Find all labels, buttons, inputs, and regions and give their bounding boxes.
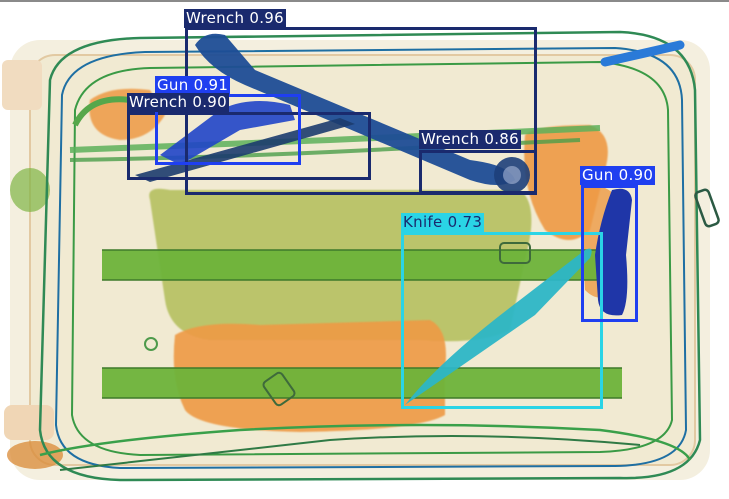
detection-label-wrench-090: Wrench 0.90 — [127, 93, 229, 112]
detection-label-gun-090: Gun 0.90 — [580, 166, 656, 185]
top-border — [0, 0, 729, 2]
detection-label-gun-091: Gun 0.91 — [155, 76, 231, 95]
detection-label-knife-073: Knife 0.73 — [401, 213, 485, 232]
detection-box-wrench-086 — [419, 150, 537, 194]
detection-box-knife-073 — [401, 232, 603, 409]
detection-box-gun-090 — [581, 185, 638, 322]
detection-box-wrench-090 — [127, 112, 371, 180]
detection-label-wrench-096: Wrench 0.96 — [184, 9, 286, 28]
detection-label-wrench-086: Wrench 0.86 — [419, 130, 521, 149]
